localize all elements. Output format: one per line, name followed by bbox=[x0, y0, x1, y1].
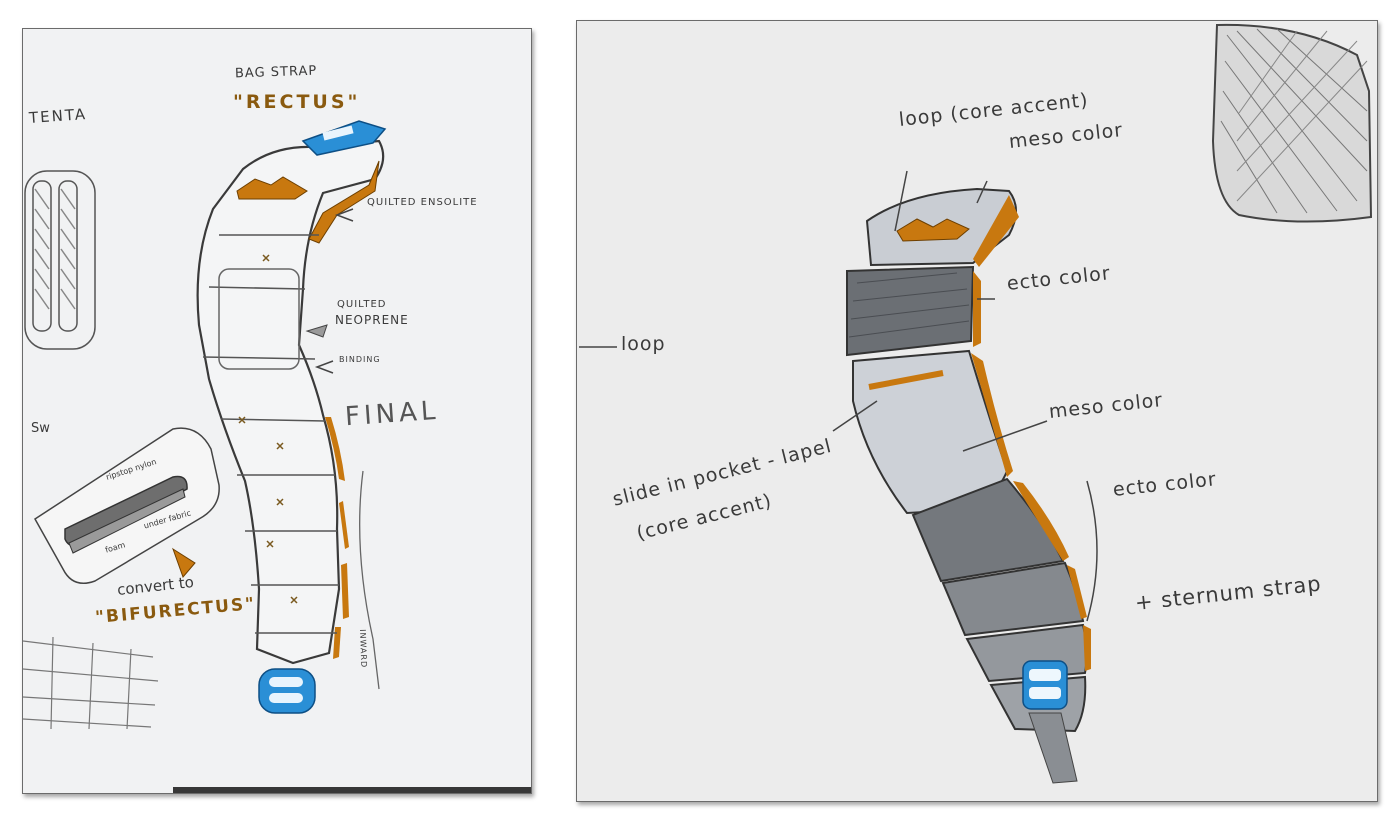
label-loop-side: loop bbox=[621, 333, 666, 355]
corner-pad-sketch bbox=[1211, 23, 1373, 223]
right-sketch-page: loop (core accent) meso color ecto color… bbox=[576, 20, 1378, 802]
top-buckle bbox=[301, 120, 387, 156]
label-inward: INWARD bbox=[358, 629, 369, 669]
bottom-buckle bbox=[258, 668, 316, 714]
spiral-binding bbox=[173, 787, 531, 793]
binding-arrow bbox=[314, 360, 334, 374]
rectus-strap bbox=[196, 139, 385, 665]
label-neoprene: NEOPRENE bbox=[335, 313, 409, 327]
label-quilted: QUILTED bbox=[337, 299, 387, 310]
grid-sketch bbox=[23, 636, 159, 730]
colored-strap bbox=[846, 187, 1091, 784]
side-pad-sketch bbox=[24, 170, 96, 350]
neoprene-arrow bbox=[305, 324, 328, 338]
quilted-ensolite-arrow bbox=[334, 208, 354, 222]
strap-color-study-drawing bbox=[579, 23, 1373, 784]
bottom-buckle-blue bbox=[1022, 660, 1068, 710]
ripstop-detail-sketch bbox=[34, 427, 220, 584]
label-binding: BINDING bbox=[339, 355, 381, 364]
title-rectus: "RECTUS" bbox=[233, 91, 361, 113]
title-bag-strap: BAG STRAP bbox=[234, 63, 318, 82]
left-sketch-page: BAG STRAP "RECTUS" TENTA Sw QUILTED ENSO… bbox=[22, 28, 532, 794]
rectus-strap-drawing bbox=[23, 120, 531, 793]
callout-leaders bbox=[579, 170, 1098, 622]
label-quilted-ensolite: QUILTED ENSOLITE bbox=[367, 197, 478, 208]
inward-arrow bbox=[359, 470, 380, 690]
sw-note: Sw bbox=[31, 421, 50, 436]
